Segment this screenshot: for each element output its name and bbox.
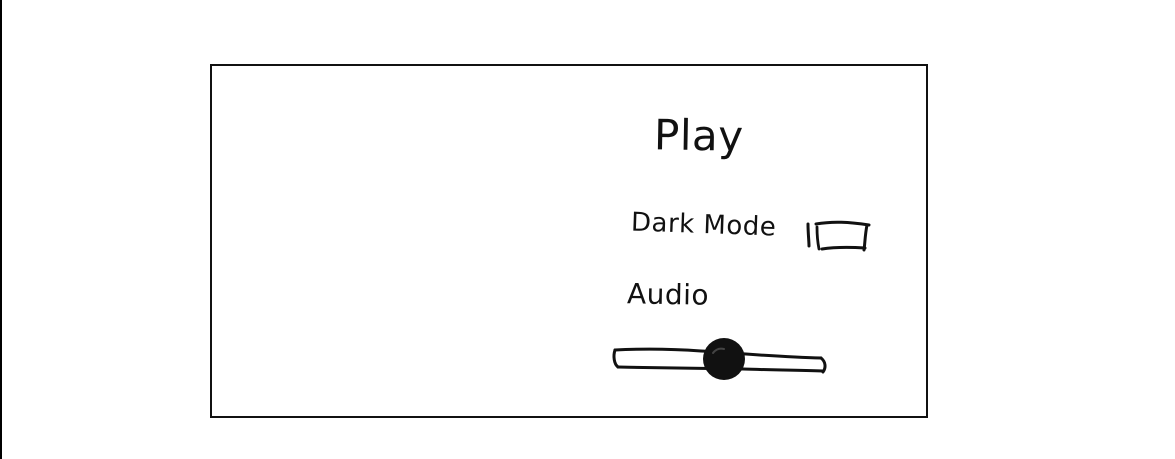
slider-thumb-highlight [712,347,725,354]
audio-slider[interactable] [607,336,831,391]
audio-slider-track-left [612,348,620,369]
audio-slider-track-right [819,356,827,374]
checkbox-icon [806,220,871,252]
dark-mode-row[interactable]: Dark Mode [630,207,881,255]
play-button[interactable]: Play [653,110,745,161]
audio-slider-sketch [612,338,827,380]
settings-panel: Play Dark Mode Audio [210,64,928,418]
audio-slider-track-top [613,347,823,360]
slider-thumb-icon[interactable] [703,338,745,380]
dark-mode-label: Dark Mode [630,207,777,243]
audio-label: Audio [626,277,710,312]
dark-mode-checkbox[interactable] [801,213,871,255]
